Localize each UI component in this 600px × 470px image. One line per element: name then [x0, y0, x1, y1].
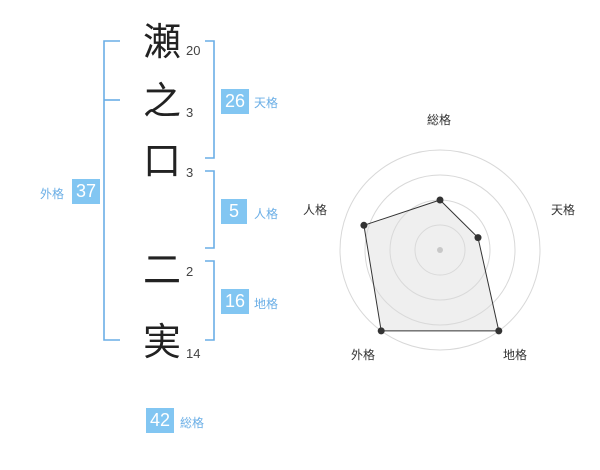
stroke-count-5: 14 — [186, 346, 201, 361]
gaikaku-value: 37 — [72, 179, 100, 204]
jinkaku-value: 5 — [221, 199, 247, 224]
tenkaku-bracket — [205, 40, 215, 159]
radar-point-1 — [436, 196, 444, 204]
jinkaku-label: 人格 — [254, 207, 279, 221]
stroke-count-4: 2 — [186, 264, 194, 279]
radar-point-4 — [377, 327, 385, 335]
radar-ring-4 — [339, 149, 541, 351]
gaikaku-label: 外格 — [40, 187, 65, 201]
name-char-5: 実 — [142, 320, 181, 364]
radar-point-2 — [474, 234, 482, 242]
radar-ring-1 — [414, 224, 466, 276]
soukaku-label: 総格 — [180, 416, 205, 430]
radar-axis-label-3: 地格 — [503, 348, 528, 362]
name-char-2: 之 — [142, 79, 181, 123]
name-char-4: 二 — [142, 248, 181, 292]
radar-point-5 — [360, 221, 368, 229]
jinkaku-bracket — [205, 170, 215, 249]
stroke-count-3: 3 — [186, 165, 194, 180]
soukaku-value: 42 — [146, 408, 174, 433]
radar-ring-3 — [364, 174, 516, 326]
tenkaku-value: 26 — [221, 89, 249, 114]
radar-axis-label-4: 外格 — [351, 348, 376, 362]
tenkaku-label: 天格 — [254, 96, 279, 110]
gaikaku-bracket — [103, 40, 120, 341]
chikaku-bracket — [205, 260, 215, 341]
name-char-1: 瀬 — [142, 20, 181, 64]
radar-point-3 — [495, 327, 503, 335]
radar-center-dot — [437, 247, 443, 253]
chikaku-label: 地格 — [254, 297, 279, 311]
radar-axis-label-2: 天格 — [551, 203, 576, 217]
stroke-count-2: 3 — [186, 105, 194, 120]
name-char-3: 口 — [142, 139, 181, 183]
chikaku-value: 16 — [221, 289, 249, 314]
stroke-count-1: 20 — [186, 43, 201, 58]
radar-axis-label-1: 総格 — [427, 113, 452, 127]
radar-axis-label-5: 人格 — [303, 203, 328, 217]
radar-series-polygon — [363, 199, 500, 332]
